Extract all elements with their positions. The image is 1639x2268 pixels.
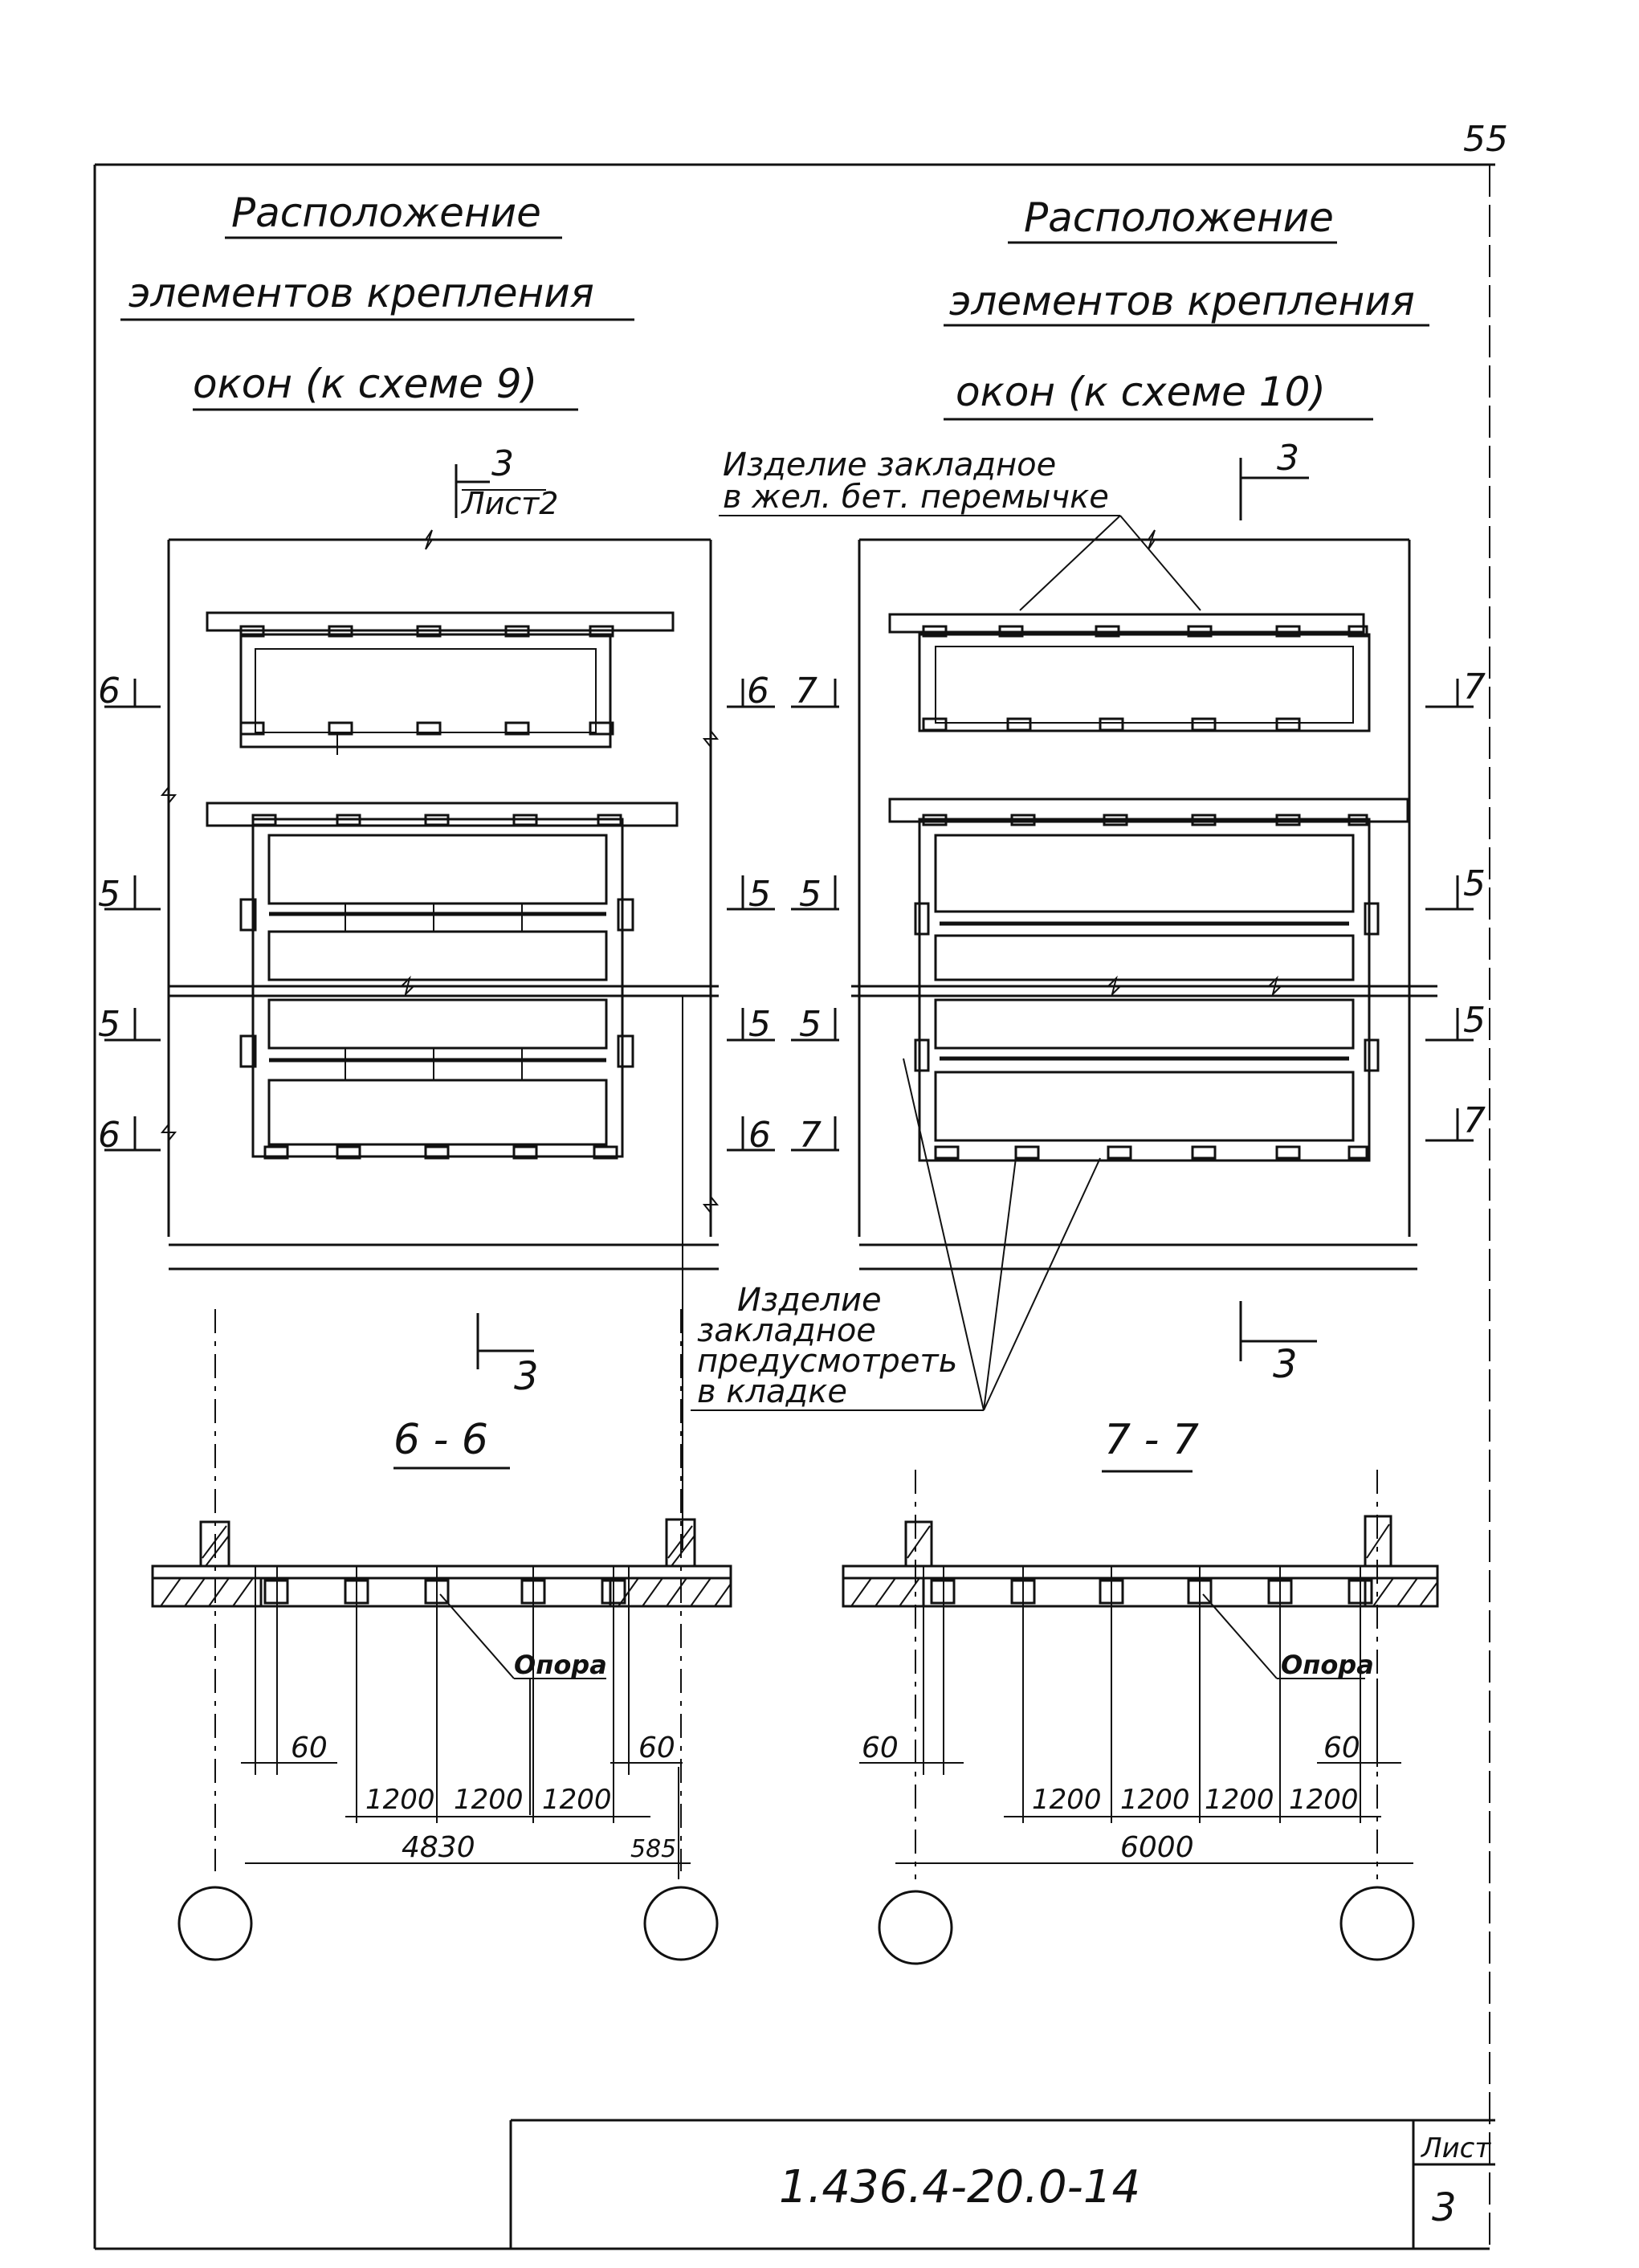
cut-mark: 6 xyxy=(747,671,769,712)
cut-mark: 5 xyxy=(98,1004,120,1045)
cut-mark: 7 xyxy=(1463,667,1486,708)
section-title-6-6: 6 - 6 xyxy=(393,1416,488,1464)
dim-1200: 1200 xyxy=(365,1784,435,1816)
cut-mark: 7 xyxy=(799,1115,822,1156)
cut-mark: 5 xyxy=(1463,1000,1486,1041)
left-title: Расположение элементов крепления окон (к… xyxy=(120,190,634,411)
callout-embedded-masonry: Изделие закладное предусмотреть в кладке xyxy=(682,996,1101,1550)
section-7-7: 7 - 7 Опора xyxy=(842,1416,1439,1965)
right-title: Расположение элементов крепления окон (к… xyxy=(944,194,1429,421)
dim-60-right: 60 xyxy=(1323,1732,1360,1764)
section-title-7-7: 7 - 7 xyxy=(1104,1416,1199,1464)
section-ref-num: 3 xyxy=(1273,1342,1298,1387)
section-ref-num: 3 xyxy=(514,1354,539,1399)
axis-marker-left xyxy=(878,1890,953,1965)
sheet-number: 3 xyxy=(1432,2185,1457,2230)
right-title-line2: элементов крепления xyxy=(949,278,1415,324)
plan-scheme-10 xyxy=(851,529,1437,1271)
dim-60-left: 60 xyxy=(291,1732,328,1764)
title-block: 1.436.4-20.0-14 Лист 3 xyxy=(509,2119,1495,2249)
left-title-line2: элементов крепления xyxy=(128,270,594,316)
sheet-label: Лист xyxy=(1420,2132,1491,2164)
callout-bottom-line2: закладное xyxy=(697,1312,876,1349)
cut-mark: 5 xyxy=(748,874,771,915)
support-label: Опора xyxy=(1281,1650,1374,1680)
cut-mark: 6 xyxy=(98,671,120,712)
cut-mark: 7 xyxy=(795,671,817,712)
axis-marker-right xyxy=(1339,1886,1415,1961)
section-mark-3-left-top: 3 Лист2 xyxy=(455,443,558,521)
dim-60-left: 60 xyxy=(862,1732,899,1764)
dim-1200: 1200 xyxy=(542,1784,612,1816)
section-mark-3-right-bottom: 3 xyxy=(1239,1301,1317,1387)
cut-marks-middle: 6 7 5 5 5 5 6 7 xyxy=(727,671,839,1156)
right-title-line3: окон (к схеме 10) xyxy=(956,369,1326,415)
embedded-parts-top xyxy=(239,625,614,755)
cut-mark: 5 xyxy=(799,1004,822,1045)
hatch-right-7 xyxy=(1364,1577,1439,1608)
cut-mark: 6 xyxy=(748,1115,771,1156)
sheet-frame xyxy=(93,163,1495,2250)
cut-mark: 5 xyxy=(799,874,822,915)
section-ref-num-right: 3 xyxy=(1277,438,1299,479)
callout-bottom-line3: предусмотреть xyxy=(697,1343,957,1380)
section-mark-3-right-top: 3 xyxy=(1239,438,1309,520)
callout-top-line2: в жел. бет. перемычке xyxy=(723,479,1109,516)
cut-marks-right: 7 5 5 7 xyxy=(1425,667,1486,1142)
left-title-line3: окон (к схеме 9) xyxy=(193,361,537,407)
dim-1200: 1200 xyxy=(1205,1784,1274,1816)
section-ref-num: 3 xyxy=(491,443,514,484)
cut-mark: 7 xyxy=(1463,1100,1486,1141)
dim-total: 6000 xyxy=(1120,1831,1194,1864)
page-number: 55 xyxy=(1463,119,1508,160)
callout-bottom-line1: Изделие xyxy=(737,1282,882,1319)
dim-1200: 1200 xyxy=(1289,1784,1359,1816)
section-6-6: 6 - 6 xyxy=(151,1309,732,1961)
dim-585: 585 xyxy=(630,1835,676,1863)
section-ref-sheet: Лист2 xyxy=(460,486,558,521)
hatch-left xyxy=(151,1577,263,1608)
callout-embedded-lintel: Изделие закладное в жел. бет. перемычке xyxy=(719,447,1201,611)
dim-60-right: 60 xyxy=(638,1732,675,1764)
callout-bottom-line4: в кладке xyxy=(697,1373,847,1410)
left-title-line1: Расположение xyxy=(231,190,541,236)
dim-total: 4830 xyxy=(402,1831,475,1864)
document-code: 1.436.4-20.0-14 xyxy=(779,2161,1140,2213)
cut-mark: 5 xyxy=(748,1004,771,1045)
cut-mark: 5 xyxy=(98,874,120,915)
right-title-line1: Расположение xyxy=(1024,194,1334,241)
dim-1200: 1200 xyxy=(1120,1784,1190,1816)
hatch-left-7 xyxy=(842,1577,925,1608)
hatch-right xyxy=(609,1577,732,1608)
dim-1200: 1200 xyxy=(1032,1784,1102,1816)
axis-marker-left xyxy=(177,1886,253,1961)
section-mark-3-left-bottom: 3 xyxy=(476,1313,539,1399)
cut-mark: 6 xyxy=(98,1115,120,1156)
axis-marker-right xyxy=(643,1886,719,1961)
dim-1200: 1200 xyxy=(454,1784,524,1816)
cut-mark: 5 xyxy=(1463,863,1486,904)
embedded-parts-bottom xyxy=(251,814,622,1160)
cut-marks-left: 6 5 5 6 xyxy=(98,671,161,1156)
plan-scheme-9 xyxy=(160,529,720,1271)
support-label: Опора xyxy=(514,1650,607,1680)
callout-top-line1: Изделие закладное xyxy=(723,447,1056,483)
